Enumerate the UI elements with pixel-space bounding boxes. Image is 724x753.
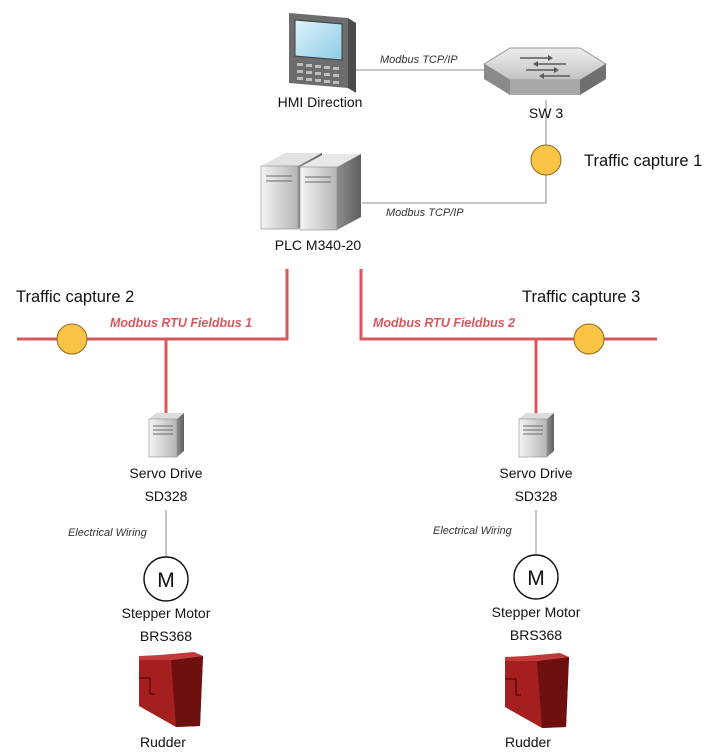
servo-drive-left-label: Servo Drive — [129, 465, 202, 481]
hmi-label: HMI Direction — [278, 94, 363, 110]
hmi-terminal-icon[interactable] — [289, 13, 356, 93]
traffic-capture-3-label: Traffic capture 3 — [522, 288, 640, 306]
fieldbus-2-line — [359, 269, 657, 341]
rudder-left-label: Rudder — [140, 734, 186, 750]
servo-drive-right-icon[interactable] — [518, 413, 554, 458]
plc-server-icon[interactable] — [260, 153, 361, 231]
rudder-right-icon[interactable] — [505, 653, 569, 728]
plc-label: PLC M340-20 — [275, 237, 362, 253]
ethernet-connectors — [356, 69, 547, 204]
motor-right-symbol: M — [527, 567, 545, 590]
fieldbus-2-label: Modbus RTU Fieldbus 2 — [373, 316, 515, 330]
servo-drive-left-model: SD328 — [145, 488, 188, 504]
switch-label: SW 3 — [529, 105, 563, 121]
motor-left-model: BRS368 — [140, 628, 192, 644]
traffic-capture-1-point[interactable] — [530, 144, 562, 176]
servo-drive-right-label: Servo Drive — [499, 465, 572, 481]
motor-right-label: Stepper Motor — [492, 604, 581, 620]
switch-plc-link-label: Modbus TCP/IP — [386, 207, 464, 219]
traffic-capture-3-point[interactable] — [573, 323, 605, 355]
rudder-left-icon[interactable] — [139, 652, 203, 727]
traffic-capture-2-label: Traffic capture 2 — [16, 288, 134, 306]
motor-left-symbol: M — [157, 569, 175, 592]
network-switch-icon[interactable] — [483, 47, 607, 95]
traffic-capture-1-label: Traffic capture 1 — [584, 152, 702, 170]
traffic-capture-2-point[interactable] — [56, 323, 88, 355]
fieldbus-lines — [17, 269, 657, 414]
servo-drive-left-icon[interactable] — [148, 413, 184, 458]
switch-plc-link — [362, 100, 547, 204]
wiring-right-label: Electrical Wiring — [433, 525, 513, 537]
motor-right-icon[interactable]: M — [513, 554, 559, 600]
wiring-left-label: Electrical Wiring — [68, 527, 148, 539]
motor-right-model: BRS368 — [510, 627, 562, 643]
servo-drive-right-model: SD328 — [515, 488, 558, 504]
hmi-switch-link-label: Modbus TCP/IP — [380, 54, 458, 66]
motor-left-label: Stepper Motor — [122, 605, 211, 621]
motor-left-icon[interactable]: M — [143, 556, 189, 602]
rudder-right-label: Rudder — [505, 734, 551, 750]
fieldbus-1-label: Modbus RTU Fieldbus 1 — [110, 316, 252, 330]
fieldbus-1-line — [17, 269, 289, 341]
